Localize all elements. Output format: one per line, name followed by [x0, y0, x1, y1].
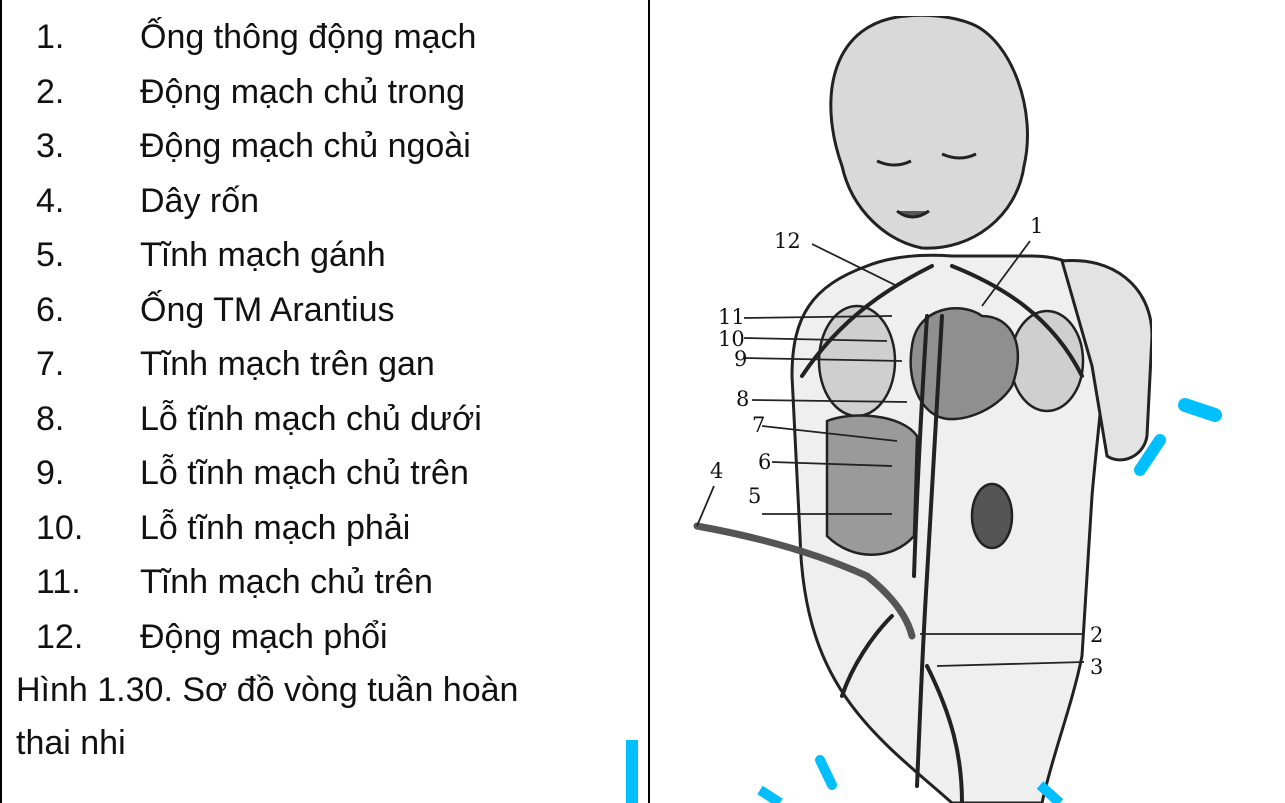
legend-item: 8.Lỗ tĩnh mạch chủ dưới — [16, 392, 644, 447]
legend-number: 4. — [16, 174, 140, 228]
legend-number: 1. — [16, 10, 140, 64]
legend-item: 5.Tĩnh mạch gánh — [16, 228, 644, 283]
illustration-svg: 1 2 3 4 5 6 7 8 9 10 11 12 — [652, 16, 1152, 803]
watermark-stroke — [1185, 405, 1215, 415]
caption-line: Hình 1.30. Sơ đồ vòng tuần hoàn — [16, 664, 638, 717]
head-shape — [831, 16, 1028, 248]
callout-label: 8 — [736, 387, 749, 411]
legend-item: 1.Ống thông động mạch — [16, 10, 644, 65]
legend-item: 11.Tĩnh mạch chủ trên — [16, 555, 644, 610]
legend-number: 10. — [16, 501, 140, 555]
callout-label: 12 — [774, 229, 801, 253]
kidney-shape — [972, 484, 1012, 548]
legend-number: 7. — [16, 337, 140, 391]
figure-caption: Hình 1.30. Sơ đồ vòng tuần hoàn thai nhi — [16, 664, 644, 770]
legend-label: Lỗ tĩnh mạch chủ dưới — [140, 392, 482, 446]
legend-label: Động mạch chủ ngoài — [140, 119, 471, 173]
legend-item: 2.Động mạch chủ trong — [16, 65, 644, 120]
legend-label: Ống thông động mạch — [140, 10, 476, 64]
legend-item: 7.Tĩnh mạch trên gan — [16, 337, 644, 392]
callout-label: 11 — [718, 305, 745, 329]
legend-label: Tĩnh mạch chủ trên — [140, 555, 433, 609]
fetal-circulation-illustration: 1 2 3 4 5 6 7 8 9 10 11 12 — [652, 16, 1152, 803]
callout-label: 7 — [752, 413, 765, 437]
legend-number: 12. — [16, 610, 140, 664]
liver-shape — [827, 416, 917, 555]
legend-label: Dây rốn — [140, 174, 259, 228]
legend-item: 6.Ống TM Arantius — [16, 283, 644, 338]
callout-label: 2 — [1090, 623, 1103, 647]
legend-label: Tĩnh mạch gánh — [140, 228, 386, 282]
legend-item: 3.Động mạch chủ ngoài — [16, 119, 644, 174]
legend-label: Động mạch chủ trong — [140, 65, 465, 119]
legend-item: 12.Động mạch phổi — [16, 610, 644, 665]
callout-label: 3 — [1090, 655, 1103, 679]
callout-label: 6 — [758, 450, 771, 474]
legend-number: 8. — [16, 392, 140, 446]
legend-number: 3. — [16, 119, 140, 173]
callout-label: 5 — [748, 484, 761, 508]
legend-item: 4.Dây rốn — [16, 174, 644, 229]
legend-label: Động mạch phổi — [140, 610, 388, 664]
legend-number: 9. — [16, 446, 140, 500]
legend-label: Lỗ tĩnh mạch chủ trên — [140, 446, 469, 500]
legend-number: 2. — [16, 65, 140, 119]
legend-number: 5. — [16, 228, 140, 282]
legend-number: 6. — [16, 283, 140, 337]
leader-line — [697, 486, 714, 526]
legend-label: Ống TM Arantius — [140, 283, 395, 337]
table-border-left — [0, 0, 2, 803]
legend-column: 1.Ống thông động mạch 2.Động mạch chủ tr… — [16, 10, 644, 770]
callout-label: 10 — [718, 327, 745, 351]
caption-line: thai nhi — [16, 717, 638, 770]
figure-legend-list: 1.Ống thông động mạch 2.Động mạch chủ tr… — [16, 10, 644, 664]
legend-item: 10.Lỗ tĩnh mạch phải — [16, 501, 644, 556]
callout-label: 1 — [1030, 214, 1043, 238]
legend-label: Lỗ tĩnh mạch phải — [140, 501, 410, 555]
callout-label: 4 — [710, 459, 723, 483]
legend-number: 11. — [16, 555, 140, 609]
legend-item: 9.Lỗ tĩnh mạch chủ trên — [16, 446, 644, 501]
table-column-divider — [648, 0, 650, 803]
legend-label: Tĩnh mạch trên gan — [140, 337, 435, 391]
